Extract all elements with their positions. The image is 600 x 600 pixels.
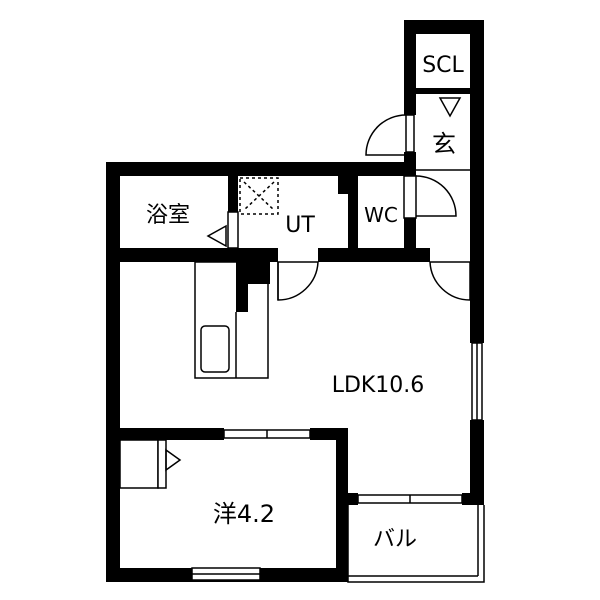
balcony-outline [347,505,485,583]
label-balcony: バル [373,527,417,552]
label-toilet: WC [364,203,398,227]
wall-tower-top [404,20,484,34]
wall-right-lower [470,420,484,505]
wall-wet-bottom [106,248,278,262]
kitchen-sink [200,325,230,373]
label-western: 洋4.2 [213,500,275,528]
bath-door-frame [227,211,239,249]
wall-ut-pillar [338,176,348,194]
wall-wet-bottom-right [318,248,430,262]
wall-western-top [120,428,224,440]
wall-balcony-top [348,493,358,505]
hall-door-swing [429,261,471,301]
wall-right-upper [470,255,484,343]
wall-kitchen-notch-a [236,262,248,312]
wc-door-frame [403,175,417,219]
room-labels: SCL 玄 浴室 UT WC LDK10.6 洋4.2 バル [146,53,465,552]
wall-balcony-top-right [462,493,484,505]
ut-washer-space [239,177,279,215]
wall-scl-bottom [416,88,470,94]
western-closet-door [157,439,167,489]
western-closet [119,439,159,489]
wall-top [106,162,416,176]
ut-washer-diag-b [243,181,275,211]
label-utility: UT [285,213,315,238]
label-ldk: LDK10.6 [332,373,425,398]
wall-western-bottom-right [260,568,348,582]
label-bath: 浴室 [146,203,190,228]
wall-wc-left [348,176,358,262]
entrance-door-frame [405,114,415,153]
western-closet-marker [165,448,182,472]
label-scl: SCL [422,53,464,78]
label-entrance: 玄 [432,130,456,158]
wc-door-swing [415,175,457,217]
wall-tower-right [470,20,484,255]
wall-tower-left [404,20,416,115]
kitchen-counter [194,261,269,379]
entrance-marker [438,97,462,118]
ut-door-swing [277,261,319,301]
wall-kitchen-notch-b [248,262,270,284]
entrance-door-swing [365,114,407,156]
wall-western-right [336,428,348,582]
thin-lines [119,97,485,583]
wall-left [106,162,120,582]
bath-door-marker [206,224,227,248]
